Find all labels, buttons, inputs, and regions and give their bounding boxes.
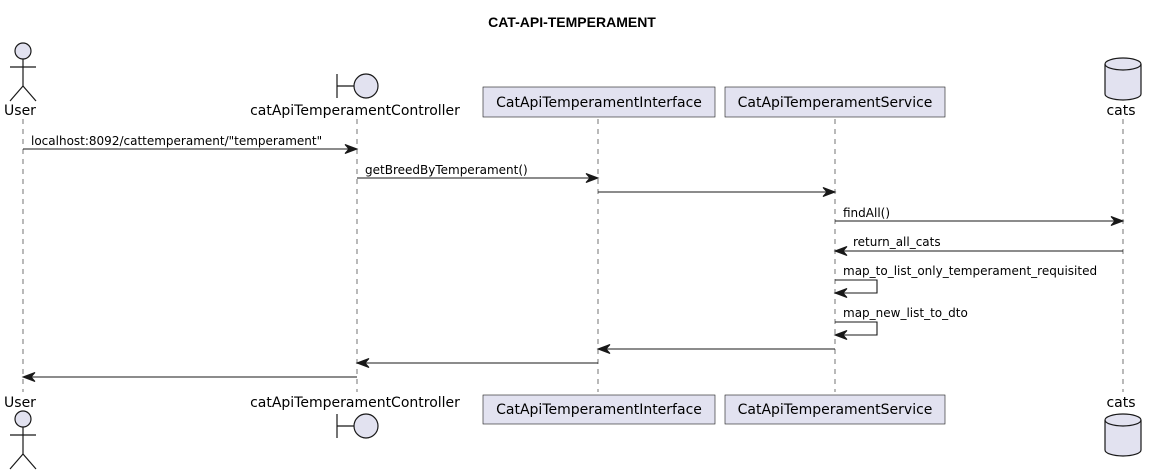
message-5: return_all_cats: [833, 235, 1123, 256]
message-2: getBreedByTemperament(): [357, 163, 600, 183]
participant-label-service: CatApiTemperamentService: [738, 95, 933, 111]
participant-label-user: User: [4, 103, 36, 119]
participant-label-service: CatApiTemperamentService: [738, 402, 933, 418]
participant-user-bottom: User: [4, 395, 37, 470]
participant-interface-top: CatApiTemperamentInterface: [482, 86, 716, 118]
participant-box: [724, 86, 946, 118]
boundary-icon: [336, 413, 379, 439]
participant-label-controller: catApiTemperamentController: [250, 103, 460, 119]
arrow-head: [822, 187, 837, 197]
message-label: localhost:8092/cattemperament/"temperame…: [31, 134, 322, 148]
participant-label-controller: catApiTemperamentController: [250, 395, 460, 411]
participant-service-bottom: CatApiTemperamentService: [724, 394, 946, 425]
participant-label-cats: cats: [1106, 103, 1135, 119]
participant-box: [482, 86, 716, 118]
participant-user-top: User: [4, 42, 37, 119]
participant-label-cats: cats: [1106, 395, 1135, 411]
participant-cats-top: cats: [1104, 57, 1142, 119]
boundary-icon: [336, 73, 379, 99]
arrow-head: [21, 372, 36, 382]
arrow-head: [833, 330, 848, 340]
arrow-head: [355, 358, 370, 368]
message-label: return_all_cats: [853, 235, 941, 249]
participant-box: [724, 394, 946, 425]
actor-icon: [9, 42, 37, 102]
message-label: map_to_list_only_temperament_requisited: [843, 264, 1097, 278]
participant-label-interface: CatApiTemperamentInterface: [496, 402, 702, 418]
message-8: [596, 344, 835, 354]
message-label: getBreedByTemperament(): [365, 163, 528, 177]
arrow-head: [833, 246, 848, 256]
database-icon: [1104, 57, 1142, 101]
arrow-head: [596, 344, 611, 354]
message-1: localhost:8092/cattemperament/"temperame…: [23, 134, 359, 154]
participant-controller-top: catApiTemperamentController: [250, 73, 460, 119]
message-label: map_new_list_to_dto: [843, 306, 968, 320]
message-6: map_to_list_only_temperament_requisited: [833, 264, 1097, 298]
message-10: [21, 372, 357, 382]
message-4: findAll(): [835, 206, 1125, 226]
actor-icon: [9, 410, 37, 470]
participant-label-user: User: [4, 395, 36, 411]
participant-service-top: CatApiTemperamentService: [724, 86, 946, 118]
arrow-head: [1110, 216, 1125, 226]
arrow-head: [833, 288, 848, 298]
diagram-title: CAT-API-TEMPERAMENT: [488, 14, 656, 30]
participant-controller-bottom: catApiTemperamentController: [250, 395, 460, 439]
arrow-head: [585, 173, 600, 183]
participant-cats-bottom: cats: [1104, 395, 1142, 457]
message-7: map_new_list_to_dto: [833, 306, 968, 340]
message-3: [598, 187, 837, 197]
participant-label-interface: CatApiTemperamentInterface: [496, 95, 702, 111]
arrow-head: [344, 144, 359, 154]
message-label: findAll(): [843, 206, 890, 220]
participant-box: [482, 394, 716, 425]
message-9: [355, 358, 598, 368]
database-icon: [1104, 413, 1142, 457]
participant-interface-bottom: CatApiTemperamentInterface: [482, 394, 716, 425]
